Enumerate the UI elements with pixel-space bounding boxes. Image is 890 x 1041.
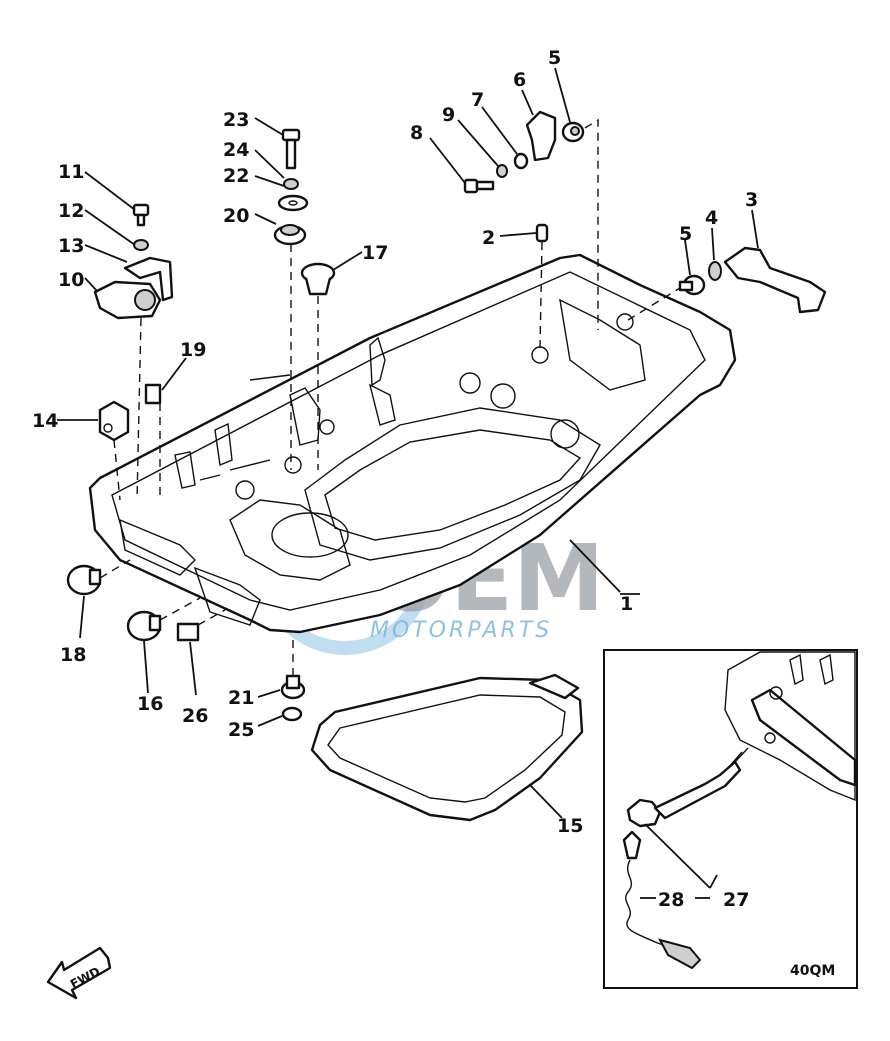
label-part-26: 26 bbox=[182, 705, 208, 727]
grommet-20 bbox=[273, 224, 307, 246]
label-part-11: 11 bbox=[58, 161, 84, 183]
clip-19 bbox=[144, 383, 162, 405]
grommet-21 bbox=[280, 674, 306, 700]
grommet-5-top bbox=[561, 121, 585, 143]
label-part-15: 15 bbox=[557, 815, 583, 837]
leader-lines bbox=[57, 67, 759, 819]
washer-24 bbox=[283, 178, 299, 190]
grommet-5-right bbox=[678, 274, 706, 296]
washer-22 bbox=[277, 194, 309, 212]
bracket-6 bbox=[525, 110, 557, 162]
label-part-22: 22 bbox=[223, 165, 249, 187]
grommet-14 bbox=[98, 400, 130, 442]
label-part-4: 4 bbox=[705, 207, 718, 229]
bolt-8 bbox=[463, 178, 495, 194]
label-part-6: 6 bbox=[513, 69, 526, 91]
bolt-11 bbox=[132, 203, 150, 227]
label-part-19: 19 bbox=[180, 339, 206, 361]
label-part-14: 14 bbox=[32, 410, 58, 432]
lever-3 bbox=[723, 246, 827, 314]
inset-caption: 40QM bbox=[790, 963, 835, 979]
label-part-16: 16 bbox=[137, 693, 163, 715]
switch-10 bbox=[93, 280, 162, 320]
label-part-1: 1 bbox=[620, 593, 633, 615]
label-part-13: 13 bbox=[58, 235, 84, 257]
label-part-17: 17 bbox=[362, 242, 388, 264]
label-part-21: 21 bbox=[228, 687, 254, 709]
washer-7 bbox=[513, 152, 529, 170]
bottom-cowling bbox=[88, 253, 737, 634]
label-part-20: 20 bbox=[223, 205, 249, 227]
label-part-24: 24 bbox=[223, 139, 249, 161]
label-part-9: 9 bbox=[442, 104, 455, 126]
washer-9 bbox=[496, 164, 508, 178]
label-part-8: 8 bbox=[410, 122, 423, 144]
label-part-5-right: 5 bbox=[679, 223, 692, 245]
label-part-2: 2 bbox=[482, 227, 495, 249]
washer-4 bbox=[708, 261, 722, 281]
label-part-5-top: 5 bbox=[548, 47, 561, 69]
label-part-18: 18 bbox=[60, 644, 86, 666]
part-labels: 1 2 3 4 5 5 6 7 8 9 10 11 12 13 14 15 16… bbox=[32, 47, 758, 837]
label-part-10: 10 bbox=[58, 269, 84, 291]
label-part-27: 27 bbox=[723, 889, 749, 911]
nut-25 bbox=[281, 706, 303, 722]
label-part-12: 12 bbox=[58, 200, 84, 222]
label-part-25: 25 bbox=[228, 719, 254, 741]
bracket-13 bbox=[123, 256, 174, 302]
watermark-subtitle: MOTORPARTS bbox=[370, 618, 552, 643]
stud-2 bbox=[535, 223, 549, 243]
fwd-arrow-icon: FWD bbox=[46, 946, 112, 1000]
label-part-3: 3 bbox=[745, 189, 758, 211]
label-part-7: 7 bbox=[471, 89, 484, 111]
bolt-23 bbox=[281, 128, 301, 170]
label-part-23: 23 bbox=[223, 109, 249, 131]
washer-12 bbox=[133, 239, 149, 251]
label-part-28: 28 bbox=[658, 889, 684, 911]
seal-15 bbox=[310, 673, 584, 822]
inset-40qm: 28 27 40QM bbox=[603, 649, 858, 989]
plug-18 bbox=[66, 564, 102, 596]
sticker-26 bbox=[176, 622, 200, 642]
plug-16 bbox=[126, 610, 162, 642]
plug-17 bbox=[300, 262, 336, 296]
